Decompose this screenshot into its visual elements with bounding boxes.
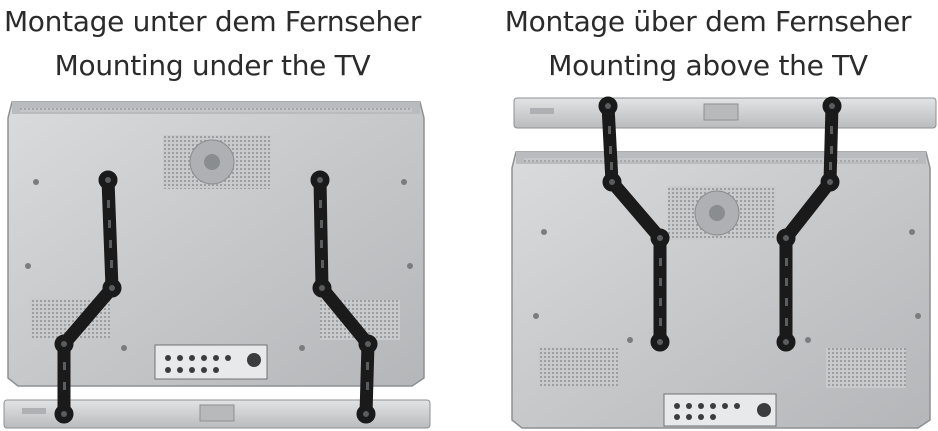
caption-under-en: Mounting under the TV <box>54 49 371 82</box>
caption-above-de: Montage über dem Fernseher <box>504 5 912 38</box>
caption-above-en: Mounting above the TV <box>548 49 868 82</box>
tv-right <box>511 151 931 429</box>
caption-above: Montage über dem Fernseher Mounting abov… <box>478 0 938 88</box>
soundbar-right <box>513 97 937 129</box>
bracket-left-a <box>54 170 122 424</box>
caption-under: Montage unter dem Fernseher Mounting und… <box>0 0 425 88</box>
soundbar-left <box>3 399 431 429</box>
caption-under-de: Montage unter dem Fernseher <box>3 5 422 38</box>
